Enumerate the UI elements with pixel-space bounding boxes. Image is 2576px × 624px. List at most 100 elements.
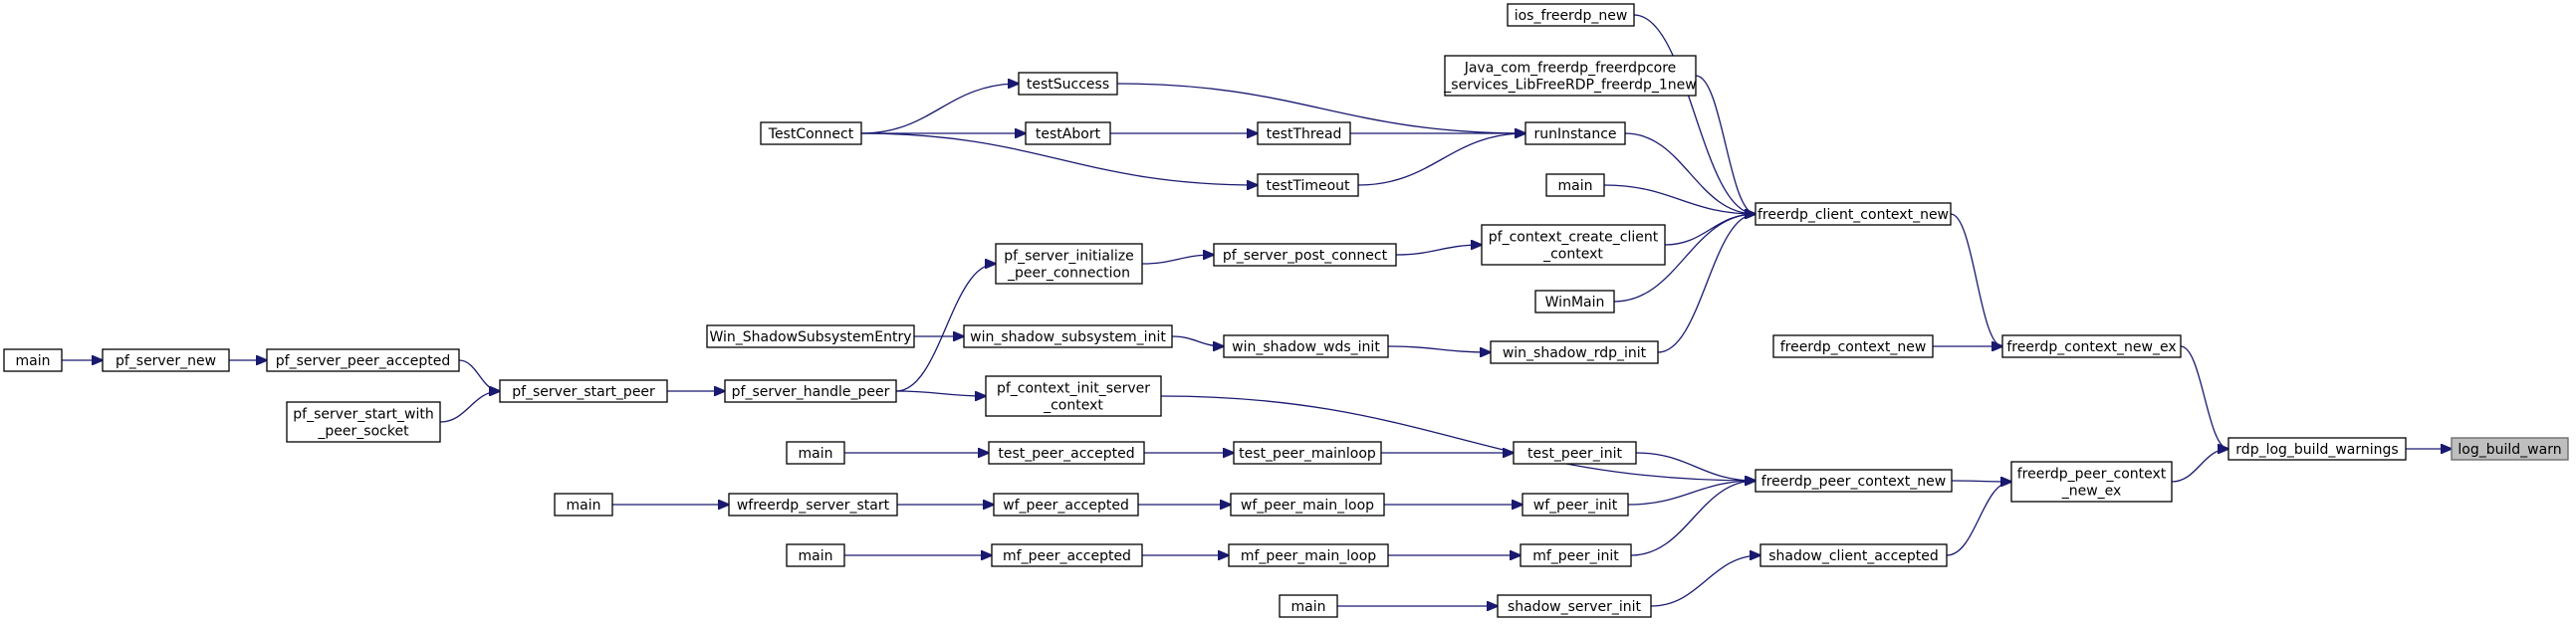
node-win-shadow-wds-init[interactable]: win_shadow_wds_init — [1223, 334, 1389, 358]
node-pf-server-start-with-peer-socket[interactable]: pf_server_start_with_peer_socket — [286, 401, 441, 443]
node-testtimeout[interactable]: testTimeout — [1257, 173, 1359, 197]
node-label: _peer_socket — [317, 424, 409, 440]
node-main-e[interactable]: main — [554, 493, 613, 517]
node-ios-freerdp-new[interactable]: ios_freerdp_new — [1507, 3, 1635, 27]
node-box — [102, 348, 230, 372]
node-box — [1223, 334, 1389, 358]
node-shadow-client-accepted[interactable]: shadow_client_accepted — [1759, 543, 1948, 567]
node-mf-peer-init[interactable]: mf_peer_init — [1520, 543, 1632, 567]
edge-pf-server-post-connect-to-pf-context-create-client-context — [1395, 245, 1482, 256]
edge-freerdp-client-context-new-to-freerdp-context-new-ex — [1950, 213, 2002, 346]
node-main-f[interactable]: main — [786, 441, 845, 465]
node-box — [1233, 441, 1382, 465]
node-pf-context-init-server-context[interactable]: pf_context_init_server_context — [985, 375, 1162, 417]
node-pf-server-post-connect[interactable]: pf_server_post_connect — [1213, 243, 1397, 267]
node-box — [1759, 543, 1948, 567]
node-rdp-log-build-warnings[interactable]: rdp_log_build_warnings — [2227, 437, 2407, 461]
node-pf-context-create-client-context[interactable]: pf_context_create_client_context — [1481, 224, 1666, 266]
node-box — [286, 401, 441, 443]
node-label: Java_com_freerdp_freerdpcore — [1464, 61, 1677, 77]
node-label: main — [799, 548, 833, 564]
node-java-new[interactable]: Java_com_freerdp_freerdpcore_services_Li… — [1443, 55, 1697, 97]
node-win-shadowsubsystementry[interactable]: Win_ShadowSubsystemEntry — [706, 324, 915, 348]
node-main-a[interactable]: main — [1545, 173, 1605, 197]
node-pf-server-new[interactable]: pf_server_new — [102, 348, 230, 372]
node-label: testSuccess — [1027, 77, 1109, 93]
edge-freerdp-peer-context-new-ex-to-rdp-log-build-warnings — [2171, 449, 2228, 483]
node-freerdp-peer-context-new-ex[interactable]: freerdp_peer_context_new_ex — [2010, 461, 2173, 503]
node-label: pf_server_start_peer — [512, 384, 655, 400]
node-test-peer-init[interactable]: test_peer_init — [1513, 441, 1637, 465]
node-mf-peer-accepted[interactable]: mf_peer_accepted — [991, 543, 1143, 567]
node-label: log_build_warn — [2458, 442, 2561, 458]
node-box — [1230, 493, 1385, 517]
node-mf-peer-main-loop[interactable]: mf_peer_main_loop — [1228, 543, 1389, 567]
node-label: freerdp_peer_context — [2017, 467, 2167, 483]
node-freerdp-client-context-new[interactable]: freerdp_client_context_new — [1755, 202, 1952, 226]
node-box — [2227, 437, 2407, 461]
node-label: mf_peer_accepted — [1003, 548, 1131, 564]
node-box — [991, 543, 1143, 567]
edge-shadow-server-init-to-shadow-client-accepted — [1650, 555, 1760, 607]
node-label: win_shadow_subsystem_init — [970, 329, 1166, 345]
node-wf-peer-init[interactable]: wf_peer_init — [1522, 493, 1629, 517]
node-win-shadow-subsystem-init[interactable]: win_shadow_subsystem_init — [963, 324, 1173, 348]
edge-shadow-client-accepted-to-freerdp-peer-context-new-ex — [1946, 482, 2011, 556]
node-label: _context — [1542, 247, 1603, 263]
node-main-d[interactable]: main — [3, 348, 63, 372]
node-box — [728, 493, 898, 517]
node-wf-peer-accepted[interactable]: wf_peer_accepted — [993, 493, 1139, 517]
node-win-shadow-rdp-init[interactable]: win_shadow_rdp_init — [1490, 340, 1659, 364]
node-box — [1490, 340, 1659, 364]
node-shadow-server-init[interactable]: shadow_server_init — [1497, 594, 1652, 618]
node-label: ios_freerdp_new — [1515, 8, 1628, 24]
node-box — [1018, 72, 1118, 96]
node-freerdp-peer-context-new[interactable]: freerdp_peer_context_new — [1755, 469, 1953, 493]
node-testconnect[interactable]: TestConnect — [760, 121, 862, 145]
node-label: wf_peer_init — [1533, 498, 1618, 514]
node-label: wf_peer_main_loop — [1241, 498, 1374, 514]
edge-ios-freerdp-new-to-freerdp-client-context-new — [1633, 14, 1756, 214]
node-label: mf_peer_init — [1532, 548, 1619, 564]
node-box — [554, 493, 613, 517]
node-pf-server-handle-peer[interactable]: pf_server_handle_peer — [724, 379, 897, 403]
edge-freerdp-peer-context-new-to-freerdp-peer-context-new-ex — [1951, 481, 2011, 482]
node-test-peer-accepted[interactable]: test_peer_accepted — [988, 441, 1145, 465]
node-label: wf_peer_accepted — [1003, 498, 1129, 514]
node-label: testAbort — [1036, 126, 1101, 142]
edge-wf-peer-init-to-freerdp-peer-context-new — [1627, 481, 1756, 506]
node-pf-server-start-peer[interactable]: pf_server_start_peer — [499, 379, 668, 403]
node-testsuccess[interactable]: testSuccess — [1018, 72, 1118, 96]
node-log-build-warn[interactable]: log_build_warn — [2451, 437, 2569, 461]
node-label: pf_server_initialize — [1004, 249, 1133, 265]
node-freerdp-context-new[interactable]: freerdp_context_new — [1772, 334, 1934, 358]
edge-pf-server-peer-accepted-to-pf-server-start-peer — [458, 359, 500, 391]
node-label: pf_server_new — [116, 353, 216, 369]
node-testthread[interactable]: testThread — [1257, 121, 1351, 145]
node-test-peer-mainloop[interactable]: test_peer_mainloop — [1233, 441, 1382, 465]
node-box — [724, 379, 897, 403]
node-wfreerdp-server-start[interactable]: wfreerdp_server_start — [728, 493, 898, 517]
node-pf-server-initialize-peer-connection[interactable]: pf_server_initialize_peer_connection — [995, 243, 1143, 285]
node-main-h[interactable]: main — [1279, 594, 1338, 618]
node-winmain[interactable]: WinMain — [1534, 290, 1615, 313]
node-freerdp-context-new-ex[interactable]: freerdp_context_new_ex — [2001, 334, 2182, 358]
edge-pf-server-handle-peer-to-pf-server-initialize-peer-connection — [895, 264, 996, 392]
node-box — [3, 348, 63, 372]
node-pf-server-peer-accepted[interactable]: pf_server_peer_accepted — [266, 348, 460, 372]
node-label: _context — [1043, 398, 1103, 414]
node-label: testTimeout — [1266, 178, 1350, 194]
node-label: Win_ShadowSubsystemEntry — [709, 329, 911, 345]
node-box — [1025, 121, 1111, 145]
node-runinstance[interactable]: runInstance — [1524, 121, 1626, 145]
node-label: pf_context_init_server — [997, 381, 1150, 397]
edge-test-peer-init-to-freerdp-peer-context-new — [1635, 452, 1756, 481]
node-label: main — [799, 446, 833, 462]
node-testabort[interactable]: testAbort — [1025, 121, 1111, 145]
node-main-g[interactable]: main — [786, 543, 845, 567]
node-box — [2451, 437, 2569, 461]
node-box — [985, 375, 1162, 417]
node-wf-peer-main-loop[interactable]: wf_peer_main_loop — [1230, 493, 1385, 517]
node-label: shadow_server_init — [1508, 599, 1642, 615]
